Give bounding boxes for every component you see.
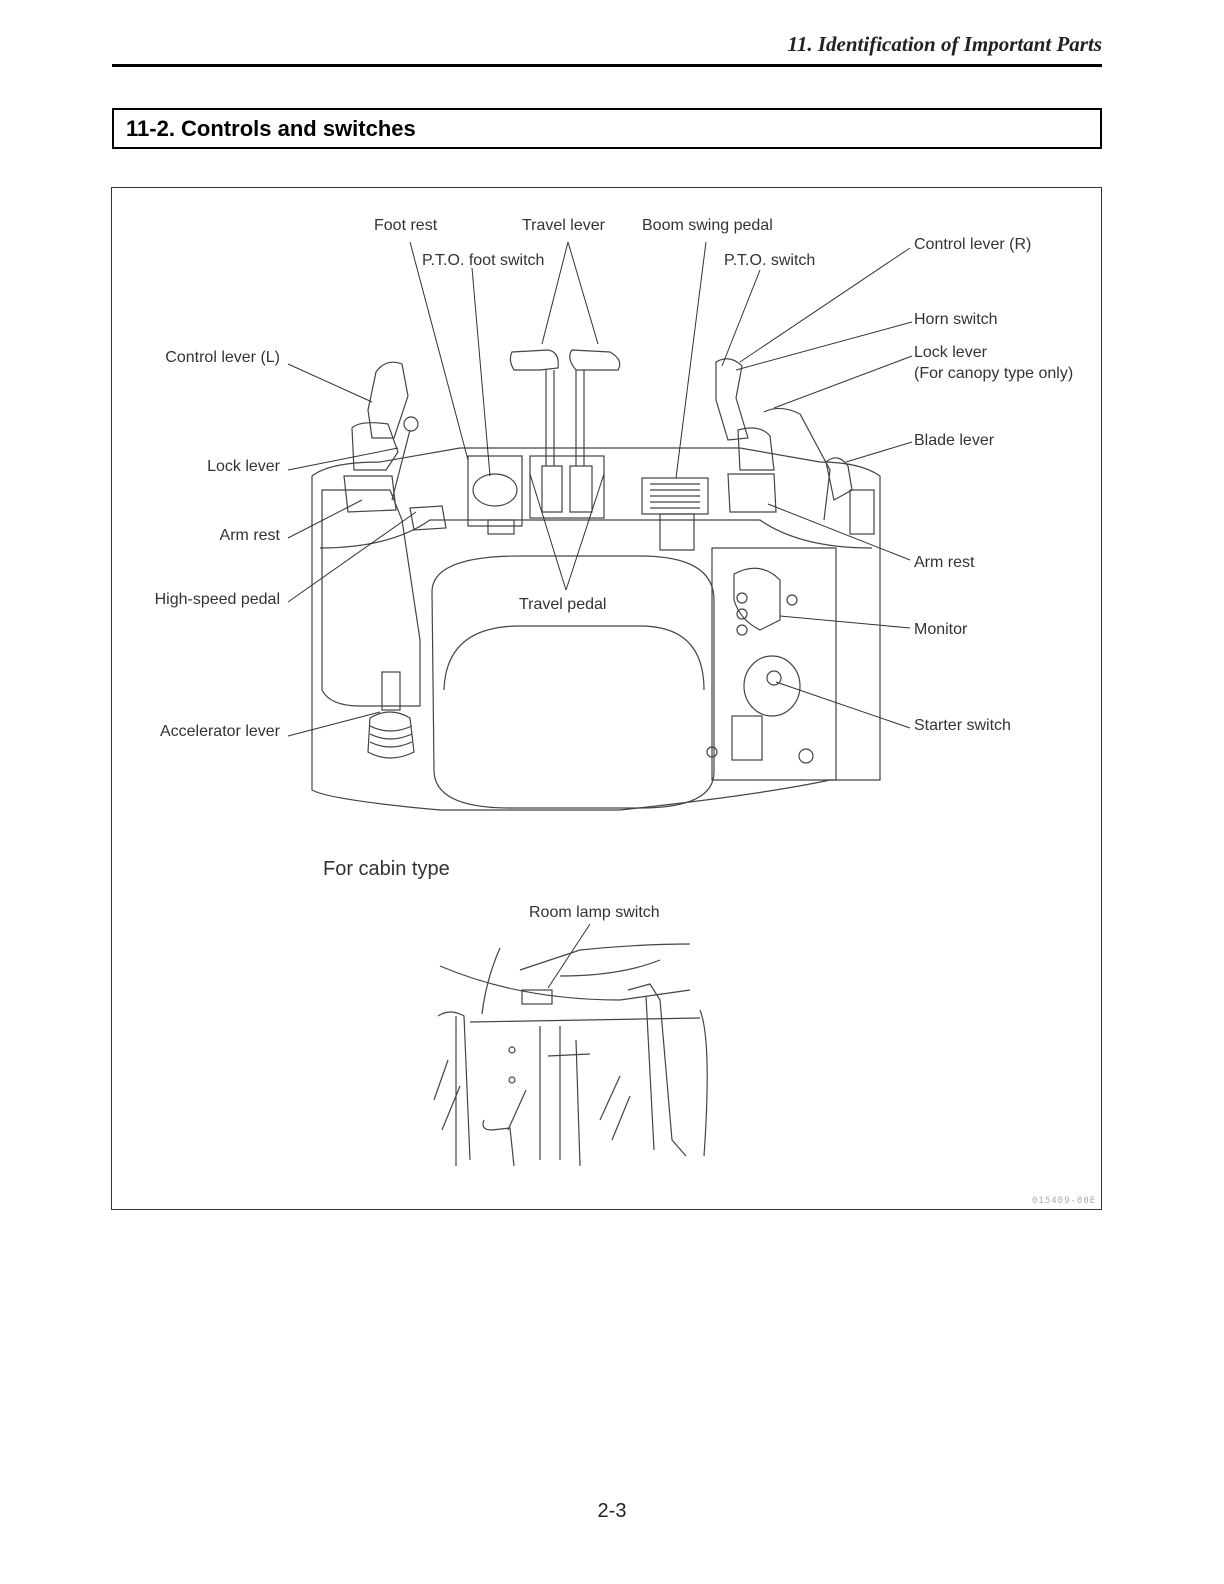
travel-pedal-housing [529,455,605,519]
blade-lever-panel [849,489,875,535]
blade-lever-knob [825,457,853,501]
label-foot-rest: Foot rest [374,217,438,234]
floor-edge [319,519,873,549]
label-control-lever-r: Control lever (R) [914,236,1032,253]
high-speed-pedal [409,505,447,531]
label-pto-switch: P.T.O. switch [724,252,816,269]
cabin-drawing [433,943,708,1167]
operator-seat [431,555,715,809]
accelerator-lever-rod [381,671,401,711]
label-arm-rest-l: Arm rest [219,527,280,544]
label-monitor: Monitor [914,621,968,638]
pto-foot-switch-base [487,519,515,535]
cabin-type-caption: For cabin type [323,858,450,880]
label-pto-foot-switch: P.T.O. foot switch [422,252,545,269]
lock-lever-l-knob [403,416,419,432]
label-accelerator-lever: Accelerator lever [159,723,280,740]
pto-foot-switch [472,473,518,507]
monitor [733,567,781,631]
travel-pedals [541,465,593,513]
starter-switch [766,670,782,686]
chapter-header: 11. Identification of Important Parts [787,32,1102,56]
label-lock-lever-r-note: (For canopy type only) [914,365,1074,382]
leader-lines [287,241,913,989]
cabin-window-frame [539,1026,581,1167]
cabin-roof-edge [439,965,691,1001]
foot-rest [467,455,523,527]
control-lever-l-grip [367,361,409,439]
label-starter-switch: Starter switch [914,717,1011,734]
lock-lever-r [763,407,831,521]
control-lever-r-grip [715,358,749,441]
section-title: 11-2. Controls and switches [126,116,416,141]
figure-frame [111,187,1102,1210]
label-boom-swing-pedal: Boom swing pedal [642,217,773,234]
travel-lever-right-handle [569,349,621,371]
machine-drawing [311,349,881,811]
label-room-lamp-switch: Room lamp switch [529,904,660,921]
room-lamp-switch [521,989,553,1005]
starter-switch-bezel [743,655,801,717]
lock-lever-l-rod [391,429,411,501]
cab-floor-outline [311,447,881,811]
label-travel-lever: Travel lever [522,217,605,234]
label-blade-lever: Blade lever [914,432,995,449]
label-travel-pedal: Travel pedal [519,596,607,613]
page-number: 2-3 [597,1500,627,1522]
header-rule [112,64,1102,67]
label-high-speed-pedal: High-speed pedal [154,591,280,608]
label-horn-switch: Horn switch [914,311,998,328]
control-lever-r-boot [737,427,775,471]
figure-code: 015409-00E [1032,1196,1097,1206]
cabin-left-pillar [437,1011,471,1161]
left-console [321,489,421,707]
accelerator-lever-boot [367,711,415,759]
boom-swing-pedal-base [659,513,695,551]
right-console [711,547,837,781]
glass-reflections [433,1059,631,1141]
cabin-door-pillar [627,983,687,1157]
control-lever-l-boot [351,422,399,471]
arm-rest-r [727,473,777,513]
label-lock-lever-l: Lock lever [207,458,280,475]
travel-lever-left-handle [509,349,559,371]
label-lock-lever-r: Lock lever [914,344,987,361]
label-control-lever-l: Control lever (L) [165,349,280,366]
arm-rest-l [343,475,397,513]
label-arm-rest-r: Arm rest [914,554,975,571]
section-heading-box: 11-2. Controls and switches [112,108,1102,149]
seat-cushion-line [443,625,705,691]
